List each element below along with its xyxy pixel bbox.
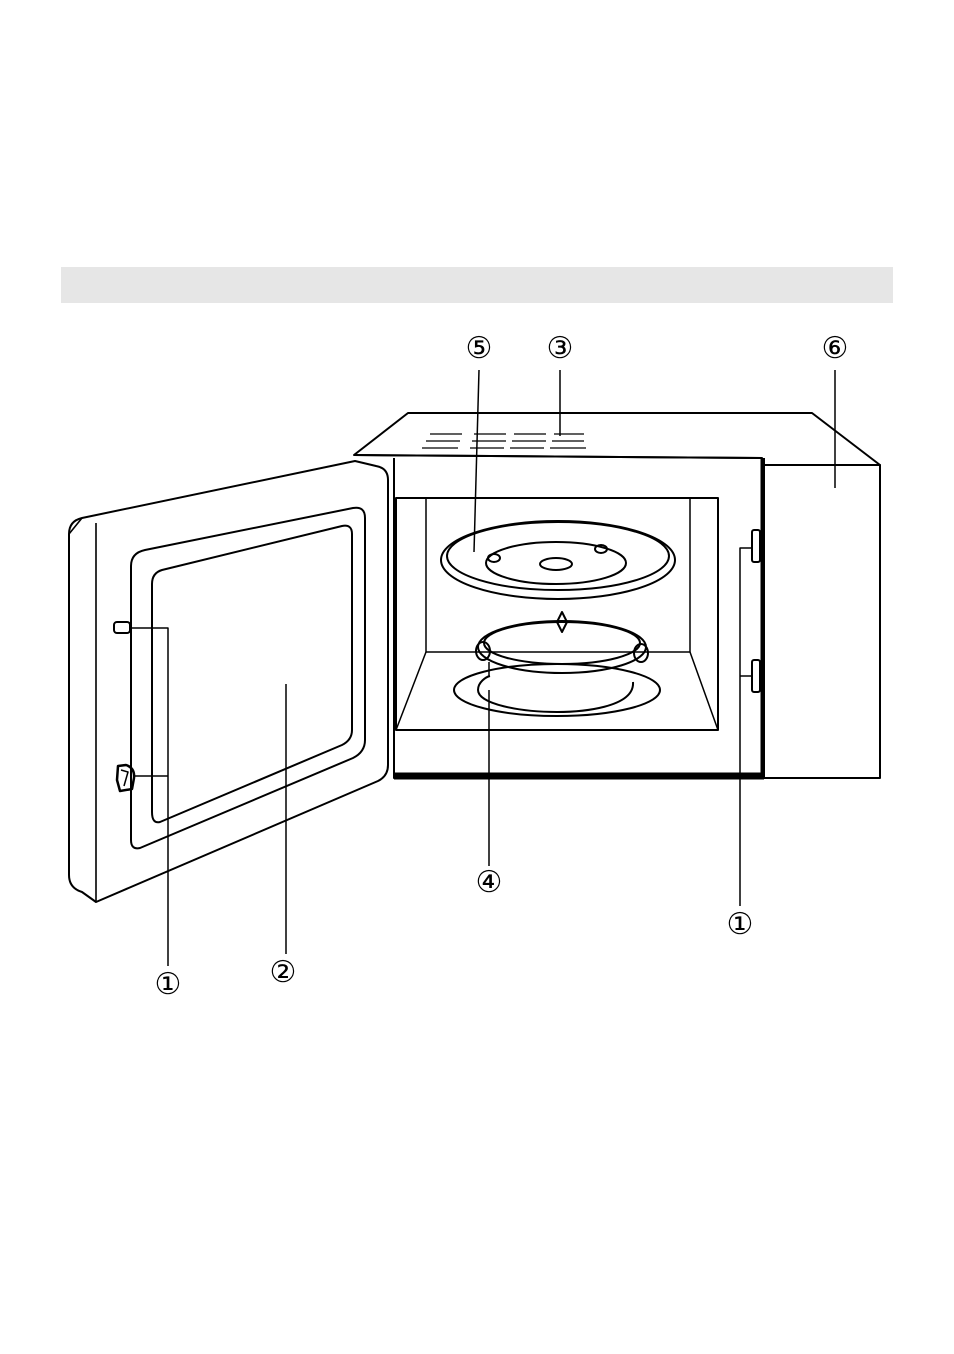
turntable-guide — [454, 664, 660, 716]
oven-body — [354, 413, 880, 778]
callout-waveguide-cover: ③ — [547, 331, 574, 366]
oven-door — [69, 461, 388, 902]
oven-cavity — [396, 498, 718, 730]
callout-glass-tray: ⑤ — [466, 331, 493, 366]
callout-door-latch-right: ① — [727, 907, 754, 942]
glass-tray — [441, 521, 675, 599]
callout-control-panel: ⑥ — [822, 331, 849, 366]
callout-door-latch-left: ① — [155, 967, 182, 1002]
latch-receptacles — [752, 530, 760, 692]
callout-roller-ring: ④ — [476, 865, 503, 900]
vent-slots — [422, 434, 586, 448]
control-panel — [764, 465, 880, 778]
callout-door-window: ② — [270, 955, 297, 990]
